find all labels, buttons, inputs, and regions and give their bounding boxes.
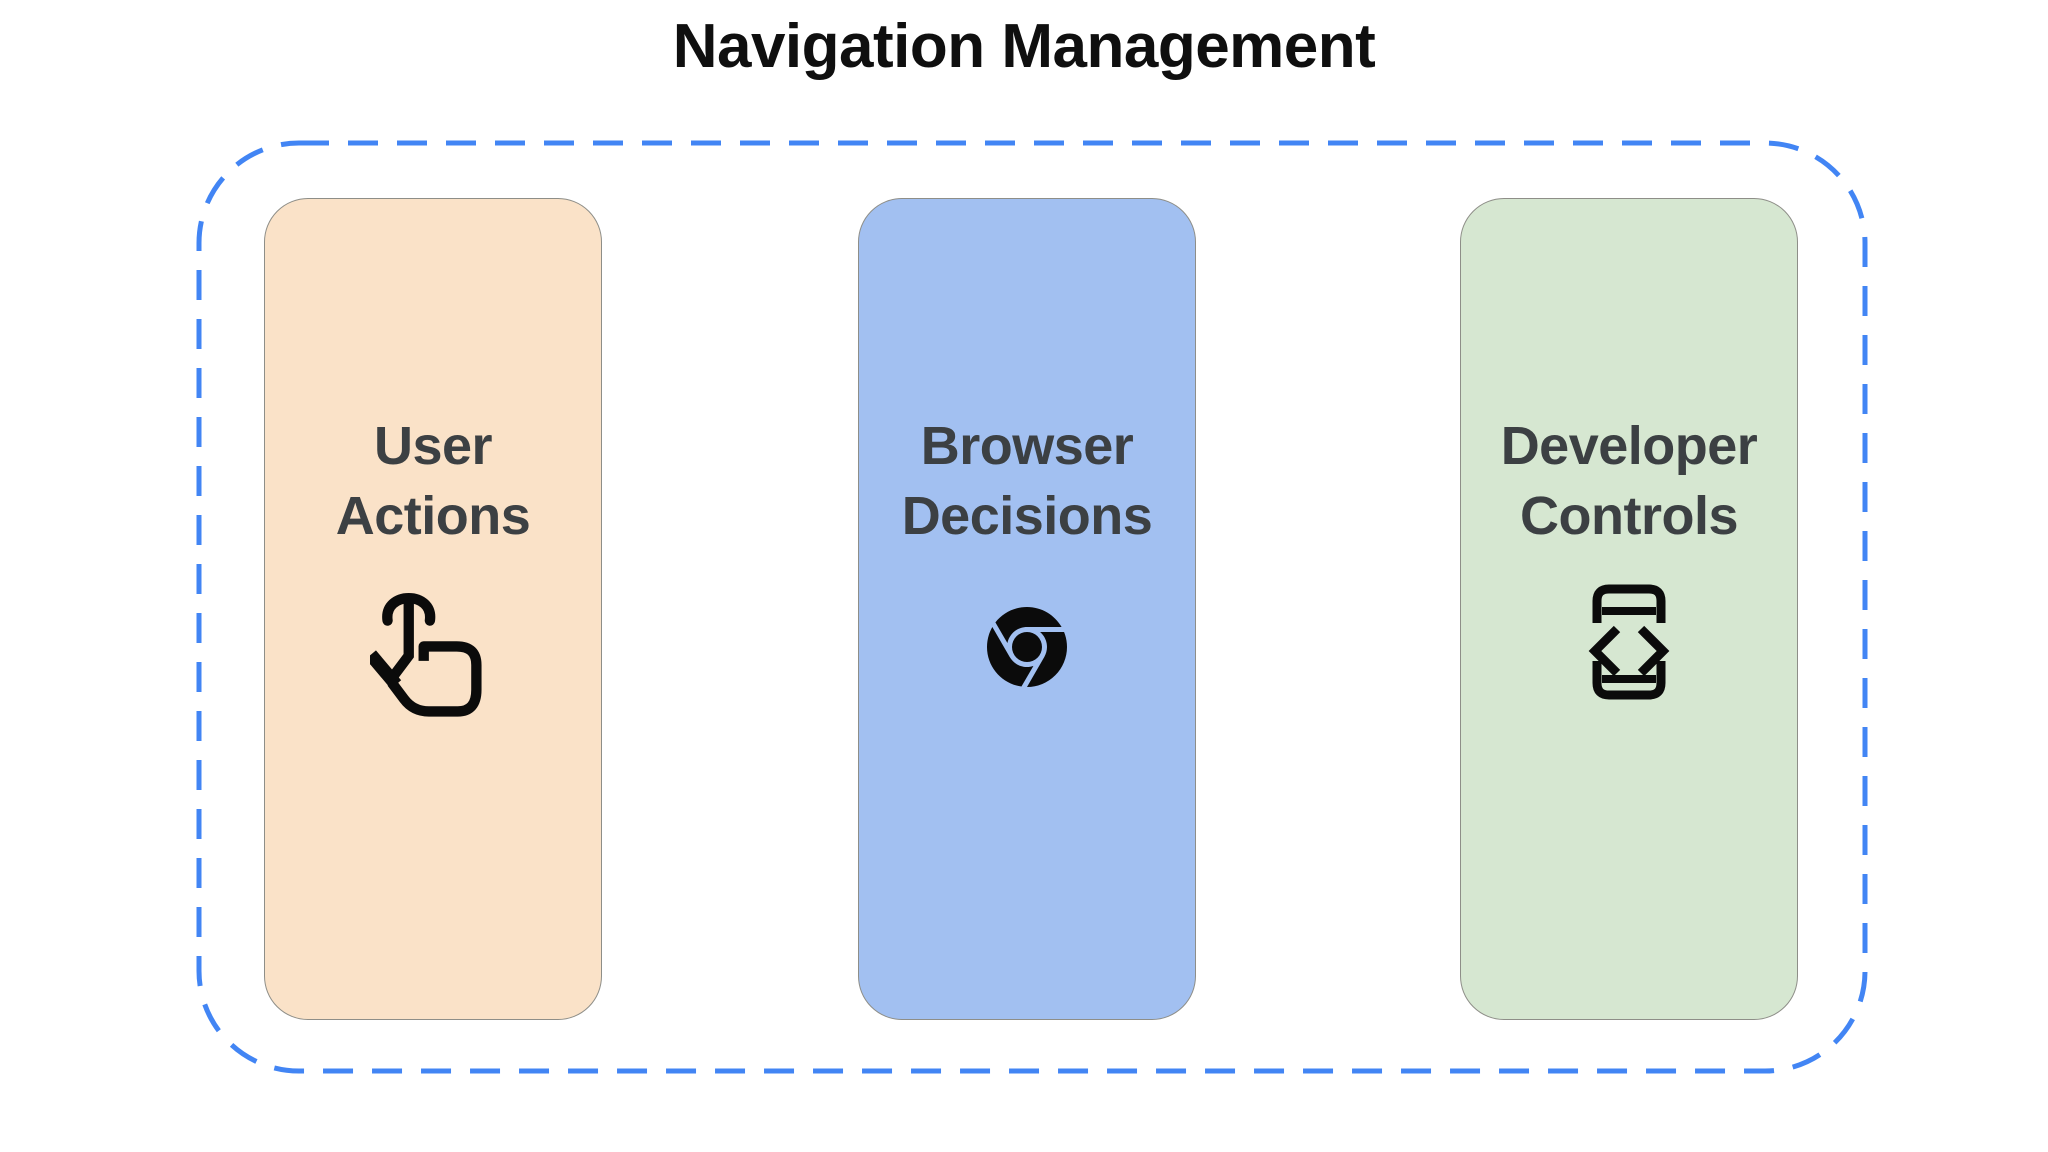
dashed-rect [196, 140, 1868, 1074]
card-browser-decisions-label: Browser Decisions [901, 416, 1153, 546]
diagram-title: Navigation Management [672, 12, 1376, 81]
touch-gesture-icon [370, 577, 496, 722]
card-user-actions-label: User Actions [335, 416, 531, 546]
dashed-border-svg [196, 140, 1868, 1074]
card-developer-controls: Developer Controls [1460, 198, 1798, 1020]
developer-mode-icon [1582, 581, 1676, 703]
card-user-actions: User Actions [264, 198, 602, 1020]
card-browser-decisions: Browser Decisions [858, 198, 1196, 1020]
chrome-icon [967, 587, 1087, 707]
dashed-group-border [196, 140, 1868, 1074]
card-developer-controls-label: Developer Controls [1500, 416, 1758, 546]
